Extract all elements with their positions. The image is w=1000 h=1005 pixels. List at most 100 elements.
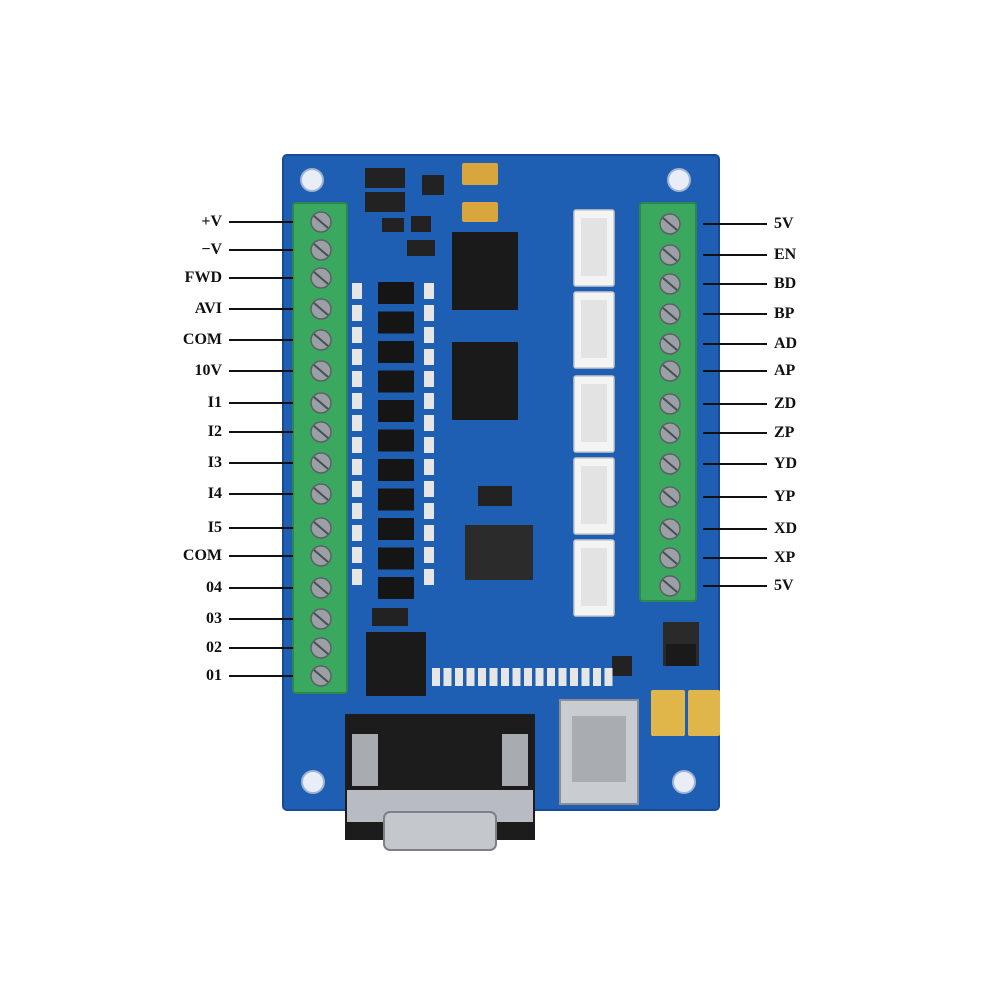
screw-slot xyxy=(313,669,329,683)
screw-slot xyxy=(313,333,329,347)
left-pin-label: I3 xyxy=(207,454,222,471)
left-pin-label: AVI xyxy=(194,300,222,317)
resistor xyxy=(570,668,578,686)
right-pin-label: AD xyxy=(774,335,798,352)
resistor xyxy=(424,393,434,409)
pin-leader-line xyxy=(229,555,293,557)
right-pin-label: XD xyxy=(774,520,798,537)
pin-leader-line xyxy=(229,308,293,310)
left-pin-label: COM xyxy=(182,547,222,564)
screw-slot xyxy=(662,277,678,291)
resistor xyxy=(501,668,509,686)
screw-slot xyxy=(313,612,329,626)
screw-slot xyxy=(313,456,329,470)
pin-leader-line xyxy=(229,431,293,433)
right-pin-label: 5V xyxy=(774,577,794,594)
left-pin-label: FWD xyxy=(184,269,222,286)
screw-slot xyxy=(313,581,329,595)
resistor xyxy=(524,668,532,686)
right-pin-label: BD xyxy=(774,275,797,292)
left-pin-label: 01 xyxy=(206,667,222,684)
resistor xyxy=(478,668,486,686)
resistor xyxy=(352,525,362,541)
resistor xyxy=(352,327,362,343)
resistor xyxy=(455,668,463,686)
resistor xyxy=(424,437,434,453)
resistor xyxy=(424,371,434,387)
screw-slot xyxy=(313,521,329,535)
screw-slot xyxy=(662,579,678,593)
screw-slot xyxy=(313,302,329,316)
screw-slot xyxy=(662,490,678,504)
resistor xyxy=(432,668,440,686)
resistor xyxy=(352,371,362,387)
pin-leader-line xyxy=(229,527,293,529)
mounting-holes xyxy=(300,168,696,794)
left-pin-label: 03 xyxy=(206,610,222,627)
pin-leader-line xyxy=(229,587,293,589)
left-pin-label: −V xyxy=(201,241,222,258)
left-pin-label: I4 xyxy=(207,485,222,502)
left-pin-label: +V xyxy=(201,213,222,230)
left-pin-label: 04 xyxy=(206,579,222,596)
left-pin-label: COM xyxy=(182,331,222,348)
screw-slot xyxy=(662,522,678,536)
usb-connector xyxy=(559,699,639,805)
left-pin-label: 02 xyxy=(206,639,222,656)
resistor xyxy=(466,668,475,686)
resistor xyxy=(424,503,434,519)
resistor xyxy=(424,415,434,431)
screw-slot xyxy=(662,248,678,262)
left-pin-label: 10V xyxy=(194,362,222,379)
pin-leader-line xyxy=(703,432,767,434)
resistor xyxy=(352,503,362,519)
right-pin-label: ZD xyxy=(774,395,797,412)
resistor xyxy=(547,668,555,686)
pin-leader-line xyxy=(229,462,293,464)
resistor xyxy=(352,459,362,475)
pin-leader-line xyxy=(703,313,767,315)
screw-slot xyxy=(662,337,678,351)
screw-slot xyxy=(313,364,329,378)
screw-slot xyxy=(313,215,329,229)
resistor-column xyxy=(352,283,434,585)
screw-slot xyxy=(662,457,678,471)
resistor xyxy=(558,668,567,686)
jst-socket xyxy=(581,466,607,524)
pin-leader-line xyxy=(703,463,767,465)
ic-chips xyxy=(366,232,632,696)
screw-slot xyxy=(313,641,329,655)
optocoupler xyxy=(378,311,414,334)
screw-slot xyxy=(662,426,678,440)
optocoupler xyxy=(378,459,414,481)
optocoupler xyxy=(378,400,414,422)
pin-leader-line xyxy=(703,370,767,372)
right-pin-label: AP xyxy=(774,362,796,379)
jst-socket xyxy=(581,384,607,442)
pin-leader-line xyxy=(229,277,293,279)
right-pin-label: XP xyxy=(774,549,796,566)
resistor xyxy=(352,393,362,409)
optocoupler xyxy=(378,518,414,540)
pin-leader-line xyxy=(229,618,293,620)
right-pin-label: EN xyxy=(774,246,797,263)
optocoupler xyxy=(378,429,414,452)
screw-slot xyxy=(662,217,678,231)
resistor xyxy=(581,668,590,686)
pin-leader-line xyxy=(229,370,293,372)
resistor xyxy=(352,437,362,453)
pin-leader-line xyxy=(703,528,767,530)
jst-socket xyxy=(581,300,607,358)
optocoupler xyxy=(378,282,414,304)
bottom-resistor-row xyxy=(432,668,613,686)
resistor xyxy=(424,349,434,365)
pin-leader-line xyxy=(703,254,767,256)
right-pin-label: ZP xyxy=(774,424,795,441)
pin-leader-line xyxy=(703,557,767,559)
pin-leader-line xyxy=(229,493,293,495)
jst-socket xyxy=(581,218,607,276)
pin-leader-line xyxy=(229,675,293,677)
resistor xyxy=(604,668,613,686)
resistor xyxy=(424,283,434,299)
